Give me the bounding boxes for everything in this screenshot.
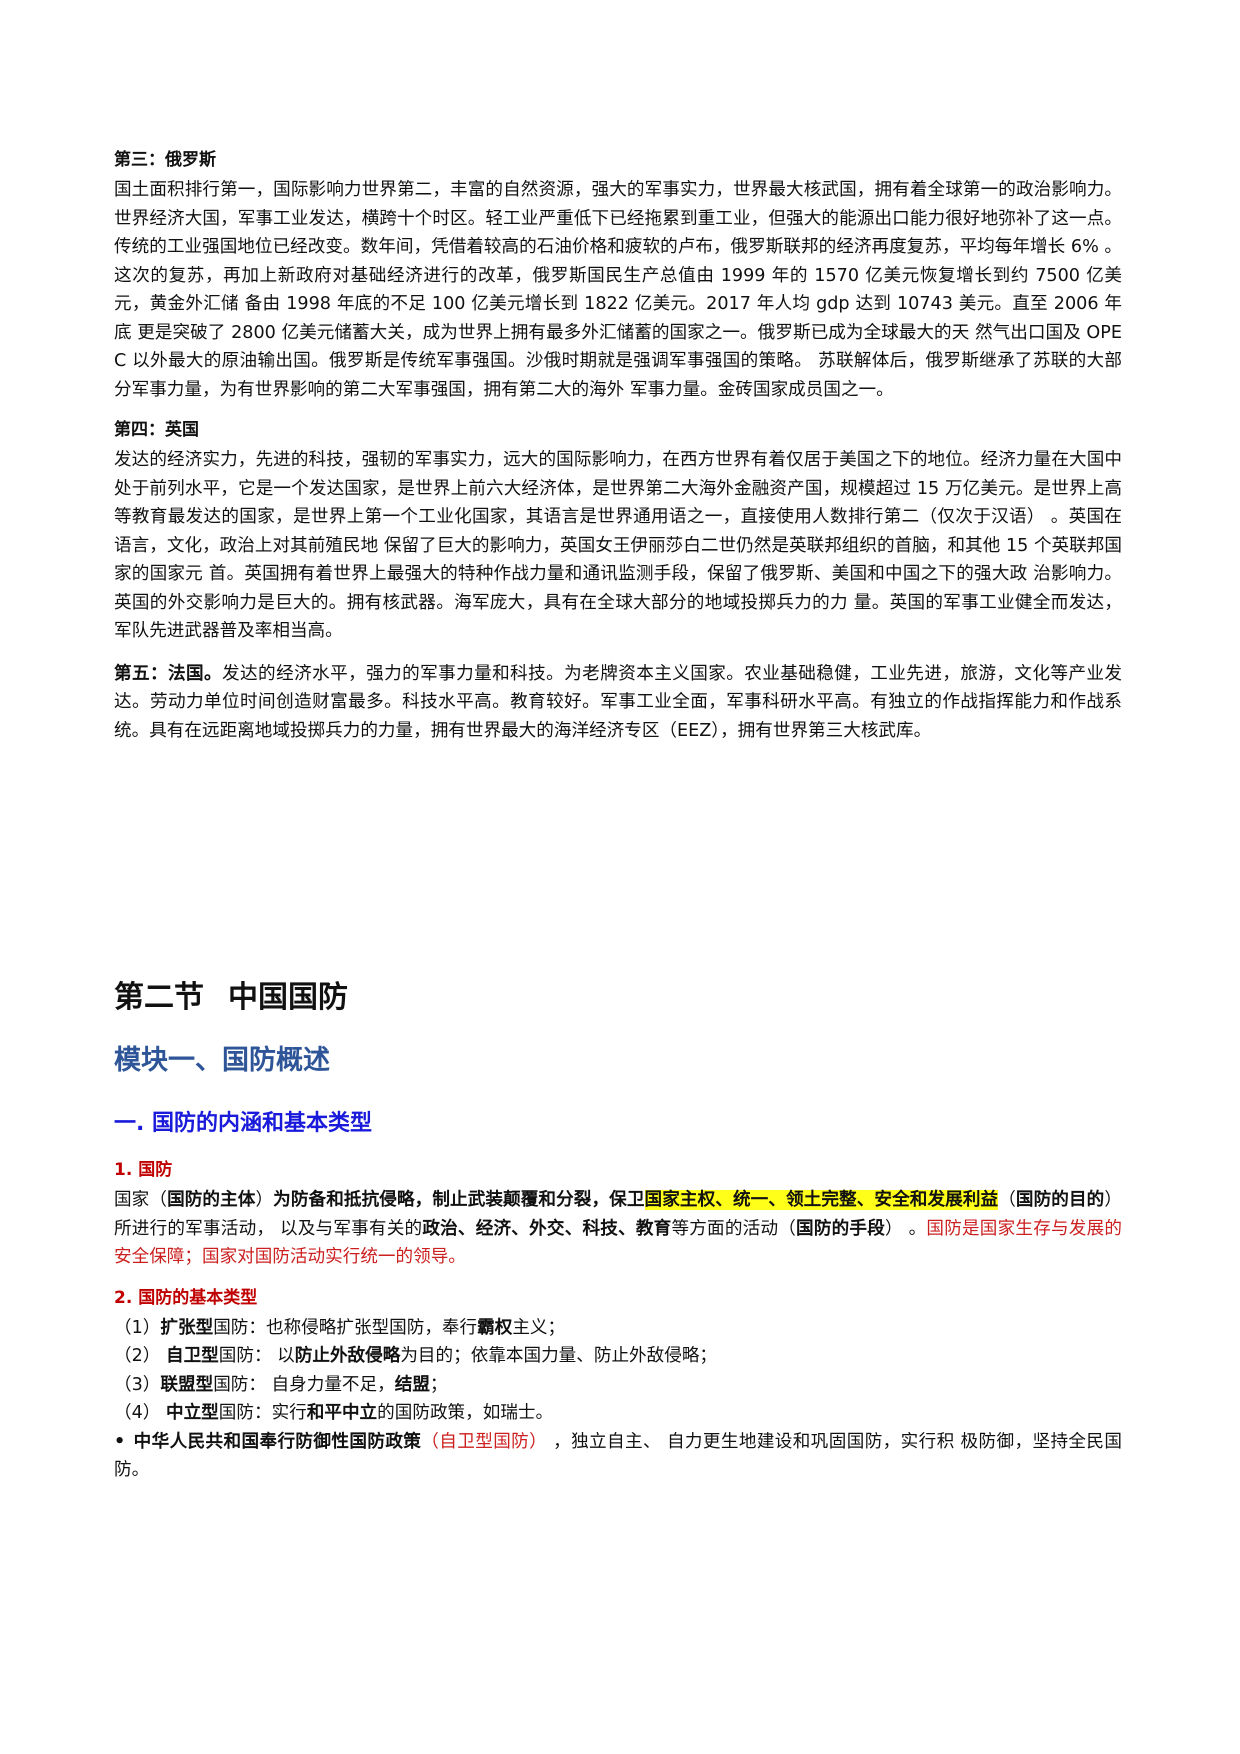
type-item: （3）联盟型国防： 自身力量不足，结盟； bbox=[114, 1371, 1122, 1400]
section-title: 第二节中国国防 bbox=[114, 972, 348, 1016]
type-item: （4） 中立型国防：实行和平中立的国防政策，如瑞士。 bbox=[114, 1399, 1122, 1428]
highlighted-term: 国家主权、统一、领土完整、安全和发展利益 bbox=[644, 1190, 999, 1210]
bullet-icon: • bbox=[114, 1431, 126, 1452]
bold-term: 联盟型 bbox=[160, 1374, 214, 1395]
type-item: （1）扩张型国防：也称侵略扩张型国防，奉行霸权主义； bbox=[114, 1314, 1122, 1343]
document-page: 第三：俄罗斯 国土面积排行第一，国际影响力世界第二，丰富的自然资源，强大的军事实… bbox=[114, 148, 1122, 1480]
text-segment: ）所进行的军事活动， 以及与军事有关的 bbox=[114, 1190, 1122, 1239]
item-number: （2） bbox=[114, 1346, 166, 1366]
france-heading: 第五：法国。 bbox=[114, 663, 223, 684]
text-segment: （ bbox=[998, 1190, 1016, 1210]
france-paragraph: 第五：法国。发达的经济水平，强力的军事力量和科技。为老牌资本主义国家。农业基础稳… bbox=[114, 660, 1122, 746]
sub-title: 一. 国防的内涵和基本类型 bbox=[114, 1111, 373, 1136]
france-body: 发达的经济水平，强力的军事力量和科技。为老牌资本主义国家。农业基础稳健，工业先进… bbox=[114, 663, 1122, 741]
bold-term: 结盟 bbox=[394, 1374, 430, 1395]
text-segment: 国防： 以 bbox=[218, 1346, 295, 1366]
type-item: （2） 自卫型国防： 以防止外敌侵略为目的；依靠本国力量、防止外敌侵略； bbox=[114, 1342, 1122, 1371]
text-segment: ，独立自主、 自力更生地建设和巩固国防，实行积 极防御，坚持全民国防。 bbox=[114, 1431, 1122, 1481]
text-segment: 国防： 自身力量不足， bbox=[213, 1374, 395, 1395]
text-segment: ） 。 bbox=[885, 1218, 927, 1239]
definition-paragraph: 国家（国防的主体）为防备和抵抗侵略，制止武装颠覆和分裂，保卫国家主权、统一、领土… bbox=[114, 1186, 1122, 1272]
text-segment: 为目的；依靠本国力量、防止外敌侵略； bbox=[400, 1346, 718, 1366]
item-number: （1） bbox=[114, 1317, 161, 1338]
text-segment: ； bbox=[429, 1374, 448, 1395]
section-name: 中国国防 bbox=[228, 980, 348, 1015]
text-segment: 的国防政策，如瑞士。 bbox=[377, 1403, 554, 1423]
bold-term: 自卫型 bbox=[165, 1346, 219, 1366]
uk-heading: 第四：英国 bbox=[114, 420, 199, 440]
france-section: 第五：法国。发达的经济水平，强力的军事力量和科技。为老牌资本主义国家。农业基础稳… bbox=[114, 660, 1122, 746]
bold-term: 政治、经济、外交、科技、教育 bbox=[422, 1218, 672, 1239]
policy-bullet: • 中华人民共和国奉行防御性国防政策（自卫型国防） ，独立自主、 自力更生地建设和… bbox=[114, 1428, 1122, 1485]
text-segment: 国家（ bbox=[114, 1190, 168, 1210]
defense-content: 1. 国防 国家（国防的主体）为防备和抵抗侵略，制止武装颠覆和分裂，保卫国家主权… bbox=[114, 1158, 1122, 1485]
bold-term: 扩张型 bbox=[160, 1317, 214, 1338]
bold-term: 和平中立 bbox=[306, 1403, 378, 1423]
russia-heading: 第三：俄罗斯 bbox=[114, 150, 216, 170]
uk-section: 第四：英国 发达的经济实力，先进的科技，强韧的军事实力，远大的国际影响力，在西方… bbox=[114, 418, 1122, 646]
definition-heading: 1. 国防 bbox=[114, 1160, 173, 1180]
bold-term: 防止外敌侵略 bbox=[294, 1346, 401, 1366]
bold-term: 中立型 bbox=[165, 1403, 219, 1423]
text-segment: 等方面的活动（ bbox=[671, 1218, 797, 1239]
bold-term: 国防的手段 bbox=[796, 1218, 886, 1239]
section-number: 第二节 bbox=[114, 980, 204, 1015]
types-heading: 2. 国防的基本类型 bbox=[114, 1287, 258, 1308]
bold-term: 中华人民共和国奉行防御性国防政策 bbox=[133, 1431, 422, 1452]
item-number: （3） bbox=[114, 1374, 161, 1395]
bold-term: 为防备和抵抗侵略，制止武装颠覆和分裂，保卫 bbox=[273, 1190, 645, 1210]
bold-term: 霸权 bbox=[477, 1317, 513, 1338]
russia-paragraph: 国土面积排行第一，国际影响力世界第二，丰富的自然资源，强大的军事实力，世界最大核… bbox=[114, 180, 1122, 400]
text-segment: ） bbox=[255, 1190, 274, 1210]
text-segment: 国防：实行 bbox=[218, 1403, 307, 1423]
module-title: 模块一、国防概述 bbox=[114, 1045, 330, 1076]
text-segment: 国防：也称侵略扩张型国防，奉行 bbox=[213, 1317, 478, 1338]
bold-term: 国防的目的 bbox=[1015, 1190, 1105, 1210]
red-note: 国防是国家生存与发展的安全保障；国家对国防活动实行统一的领导。 bbox=[114, 1218, 1122, 1268]
item-number: （4） bbox=[114, 1403, 166, 1423]
text-segment: 主义； bbox=[512, 1317, 566, 1338]
russia-section: 第三：俄罗斯 国土面积排行第一，国际影响力世界第二，丰富的自然资源，强大的军事实… bbox=[114, 148, 1122, 404]
bold-term: 国防的主体 bbox=[167, 1190, 256, 1210]
red-note: （自卫型国防） bbox=[421, 1431, 548, 1452]
uk-paragraph: 发达的经济实力，先进的科技，强韧的军事实力，远大的国际影响力，在西方世界有着仅居… bbox=[114, 450, 1122, 641]
